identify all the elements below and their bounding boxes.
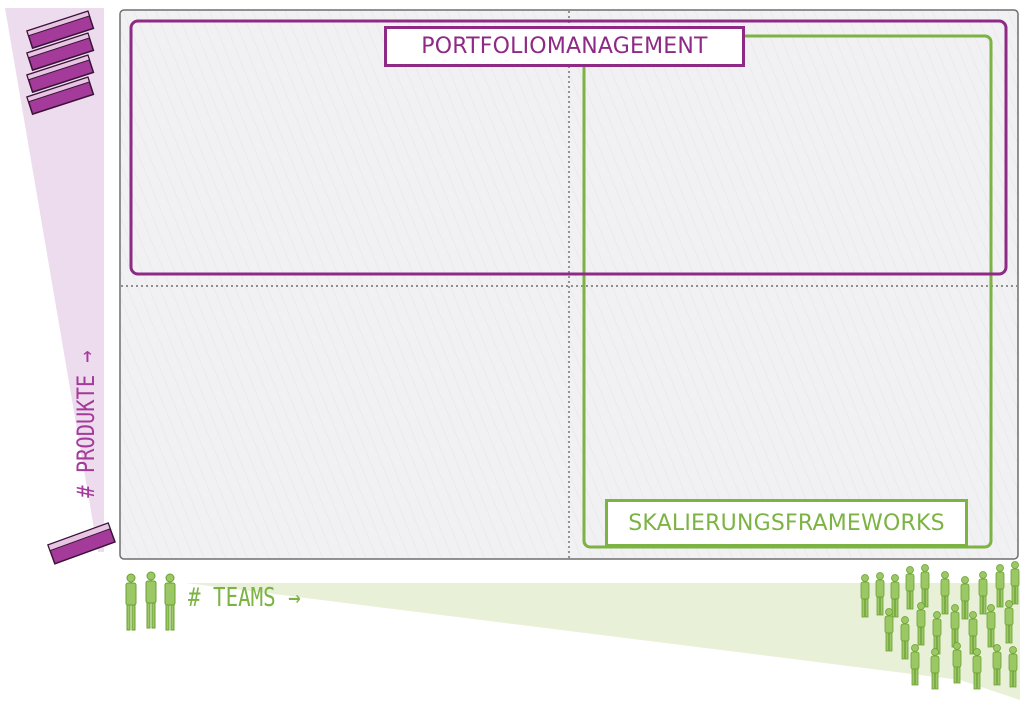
produkte-wedge [5, 8, 104, 552]
small-team-icon [125, 571, 176, 631]
produkte-axis-label: # PRODUKTE → [72, 350, 100, 498]
single-book-icon [47, 522, 116, 565]
stacked-books-icon [26, 10, 95, 116]
grid-hatch [121, 11, 1017, 558]
large-crowd-icon [860, 561, 1020, 690]
teams-axis-label: # TEAMS → [188, 583, 301, 613]
portfoliomanagement-area [129, 19, 1008, 276]
portfoliomanagement-label: PORTFOLIOMANAGEMENT [384, 26, 745, 67]
skalierungsframeworks-label: SKALIERUNGSFRAMEWORKS [605, 499, 968, 547]
skalierungsframeworks-area [582, 34, 993, 549]
teams-wedge [186, 583, 1020, 700]
